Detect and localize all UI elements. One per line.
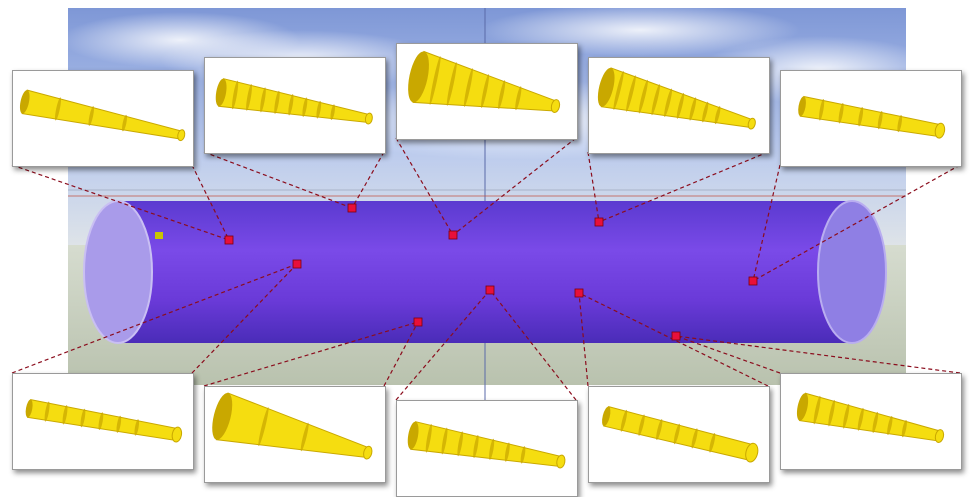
- horn-shape: [796, 392, 945, 443]
- smooth-cone-icon: [212, 392, 373, 460]
- thumbnail-b4[interactable]: [588, 386, 770, 483]
- thumbnail-b3[interactable]: [396, 400, 578, 497]
- cylinder-right-cap[interactable]: [817, 200, 887, 344]
- thumbnail-t1[interactable]: [12, 70, 194, 167]
- horn-shape: [215, 78, 373, 125]
- horn-shape: [25, 399, 183, 443]
- stepped-horn-icon: [798, 95, 946, 139]
- thumbnail-b5[interactable]: [780, 373, 962, 470]
- ridged-horn-icon: [796, 392, 945, 443]
- ridged-rod-icon: [25, 399, 183, 443]
- ridged-cone-icon: [597, 67, 756, 130]
- horn-shape: [602, 406, 759, 463]
- spool-horn-icon: [602, 406, 759, 463]
- cylinder-body[interactable]: [118, 201, 852, 343]
- thumbnail-t3[interactable]: [396, 43, 578, 140]
- tapered-horn-icon: [19, 89, 186, 142]
- thumbnail-t2[interactable]: [204, 57, 386, 154]
- small-marker: [155, 232, 163, 239]
- horn-shape: [408, 50, 561, 113]
- horn-shape: [19, 89, 186, 142]
- thumbnail-t5[interactable]: [780, 70, 962, 167]
- horn-shape: [597, 67, 756, 130]
- horn-shape: [798, 95, 946, 139]
- ridged-horn-icon: [407, 421, 566, 469]
- ridged-horn-icon: [215, 78, 373, 125]
- horn-shape: [212, 392, 373, 460]
- thumbnail-b2[interactable]: [204, 386, 386, 483]
- wide-horn-icon: [408, 50, 561, 113]
- horn-shape: [407, 421, 566, 469]
- thumbnail-t4[interactable]: [588, 57, 770, 154]
- cylinder-left-cap[interactable]: [83, 200, 153, 344]
- thumbnail-b1[interactable]: [12, 373, 194, 470]
